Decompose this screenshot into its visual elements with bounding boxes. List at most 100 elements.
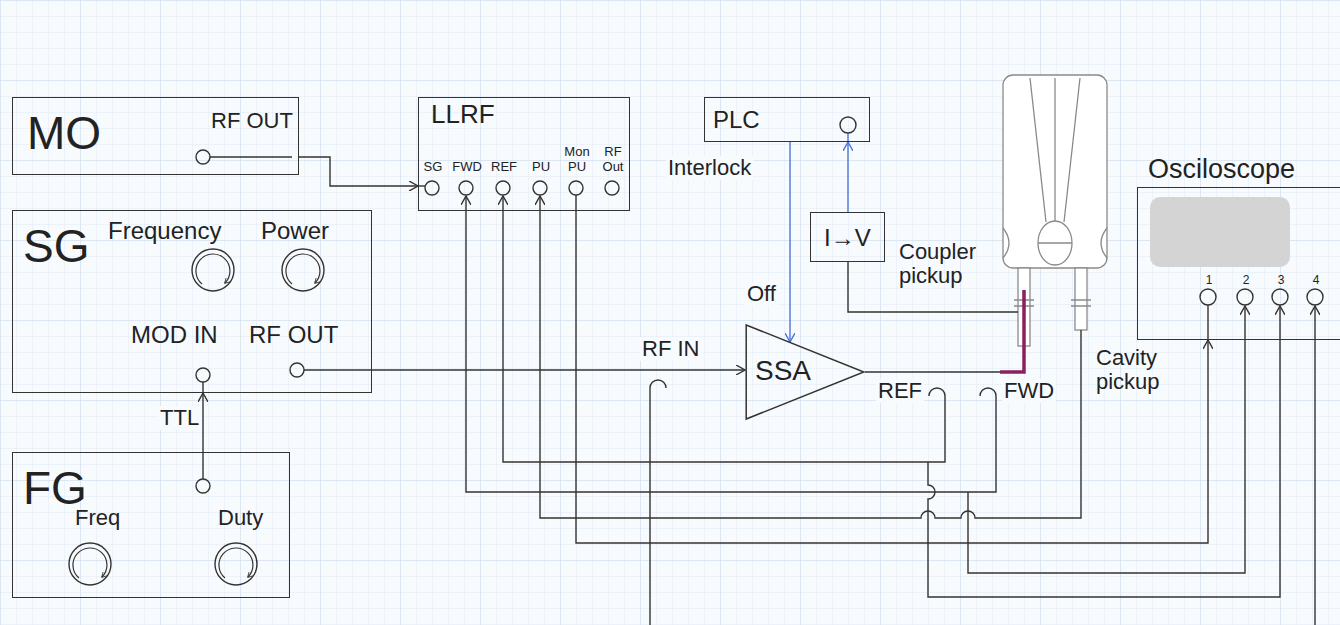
cavity-illustration — [1003, 75, 1107, 346]
signal-connector — [576, 211, 1208, 543]
signal-connector — [202, 393, 203, 452]
function-generator-box: FGFreqDuty — [12, 452, 290, 598]
port-circles — [533, 181, 547, 195]
port-stub — [418, 185, 425, 186]
port-label: RF Out — [603, 144, 624, 174]
cavity-illustration — [1101, 228, 1107, 258]
scope-ch2-wire — [968, 306, 1245, 573]
plc-box: PLC — [704, 97, 870, 142]
port-circles — [459, 181, 473, 195]
port-label: PU — [532, 159, 550, 174]
pickup-label: Cavity pickup — [1094, 346, 1162, 394]
device-name: MO — [27, 110, 101, 156]
channel-number: 1 — [1206, 274, 1213, 288]
scope-ch4-wire — [1314, 306, 1315, 625]
cavity-illustration — [1071, 300, 1091, 306]
port-circles — [196, 150, 210, 164]
triangle-outline — [746, 325, 864, 419]
channel-number: 4 — [1313, 274, 1320, 288]
port-label: FWD — [452, 159, 482, 174]
port-circles — [1237, 289, 1253, 305]
cavity-illustration — [1003, 75, 1107, 268]
knob-symbols — [192, 249, 234, 291]
cavity-illustration — [1064, 78, 1080, 222]
port-stub — [304, 369, 372, 370]
edge-label: TTL — [158, 406, 201, 430]
device-name: Osciloscope — [1148, 154, 1295, 185]
fwd-coupler — [980, 388, 996, 396]
directional-coupler-line — [1000, 290, 1024, 372]
port-circles — [196, 117, 1323, 493]
oscilloscope-box: Osciloscope1234 — [1137, 187, 1340, 340]
knob-label: Freq — [75, 505, 120, 530]
ssa-output-wire — [865, 371, 1000, 372]
knob-symbols — [69, 543, 111, 585]
coupler-pickup-wire — [848, 262, 1018, 312]
port-label: RF OUT — [211, 108, 293, 133]
port-label: REF — [491, 159, 517, 174]
signal-label: Interlock — [666, 156, 753, 180]
port-stub — [210, 156, 292, 157]
device-name: SSA — [755, 355, 811, 387]
port-stub — [202, 452, 203, 479]
ref-coupler — [929, 388, 945, 396]
scope-ch3-wire — [928, 306, 1280, 597]
knob-symbols — [69, 249, 324, 585]
fwd-wire — [466, 196, 996, 492]
port-circles — [605, 181, 619, 195]
port-circles — [196, 479, 210, 493]
pickup-label: Coupler pickup — [897, 240, 978, 288]
cavity-illustration — [1003, 228, 1009, 258]
coupler-label: FWD — [1002, 379, 1056, 403]
cavity-illustration — [1054, 78, 1055, 221]
knob-symbols — [282, 249, 324, 291]
rf-tap-wire — [650, 380, 666, 625]
scope-screen — [1150, 197, 1290, 267]
port-label: MOD IN — [131, 321, 218, 349]
edge-label: Off — [745, 282, 778, 306]
signal-connector — [299, 157, 418, 186]
converter-box: I→V — [810, 212, 885, 262]
port-circles — [1272, 289, 1288, 305]
cavity-pickup-wire — [540, 196, 1081, 518]
port-circles — [569, 181, 583, 195]
port-label: Mon PU — [564, 144, 589, 174]
knob-symbols — [215, 543, 257, 585]
device-name: PLC — [713, 106, 760, 134]
cavity-illustration — [1075, 268, 1087, 330]
port-circles — [840, 117, 856, 133]
port-stub — [575, 195, 576, 211]
port-circles — [1307, 289, 1323, 305]
channel-number: 3 — [1278, 274, 1285, 288]
device-name: LLRF — [431, 100, 495, 130]
knob-label: Frequency — [108, 217, 221, 245]
port-circles — [496, 181, 510, 195]
cavity-illustration — [1038, 221, 1072, 265]
interlock-connector — [847, 142, 848, 212]
edge-label: RF IN — [640, 337, 701, 361]
coupler-label: REF — [876, 379, 924, 403]
scope-screen — [1150, 197, 1290, 267]
triangle-outline — [745, 324, 865, 420]
master-oscillator-box: MO RF OUT — [12, 97, 299, 175]
port-circles — [290, 363, 304, 377]
port-label: SG — [424, 159, 443, 174]
amplifier-triangle: SSA — [745, 324, 865, 420]
channel-number: 2 — [1243, 274, 1250, 288]
signal-generator-box: SGFrequencyPowerMOD INRF OUT — [12, 210, 372, 393]
llrf-box: LLRF SG FWD REF PU Mon PU RF Out — [418, 97, 630, 211]
port-stub — [847, 133, 848, 142]
port-circles — [425, 181, 439, 195]
ref-wire — [503, 196, 945, 462]
device-name: FG — [23, 465, 87, 511]
port-stub — [202, 382, 203, 393]
port-stub — [1207, 305, 1208, 340]
